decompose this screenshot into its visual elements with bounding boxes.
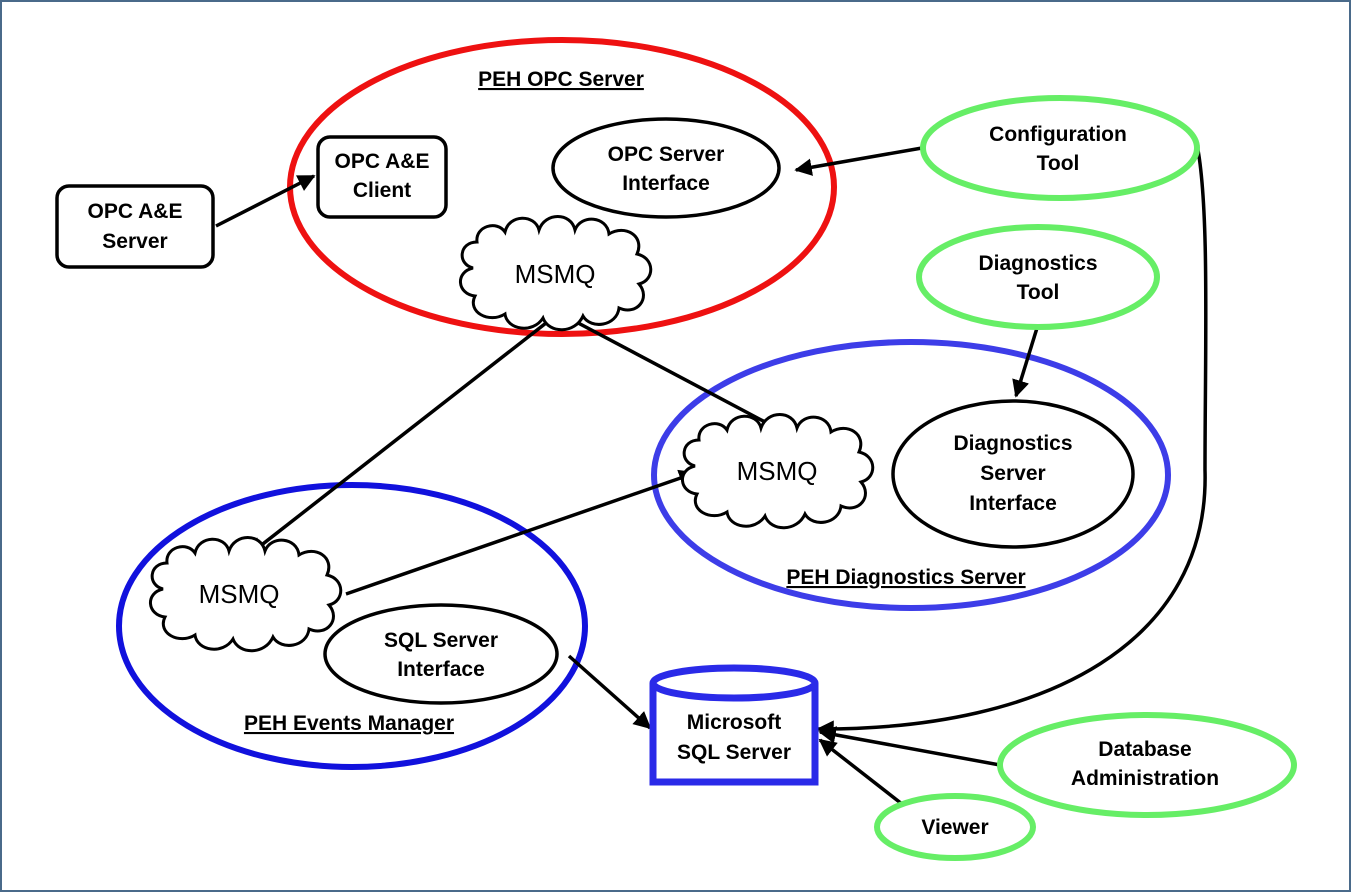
sql-interface-label-2: Interface: [397, 658, 485, 681]
connectors: [215, 139, 1208, 806]
opc-ae-client-label-1: OPC A&E: [335, 150, 430, 173]
arrow-config-to-opc-interface: [794, 146, 923, 176]
microsoft-sql-server-db: Microsoft SQL Server: [649, 664, 819, 786]
msmq-diag-label: MSMQ: [737, 456, 818, 486]
arrow-opc-server-to-client: [215, 174, 316, 228]
arrow-config-to-db: [816, 139, 1208, 738]
events-manager-group: [116, 482, 588, 770]
opc-ae-server-node: OPC A&E Server: [55, 184, 215, 269]
msmq-diag-cloud: MSMQ: [681, 413, 875, 530]
sql-interface-label-1: SQL Server: [384, 629, 498, 652]
arrow-sql-interface-to-db: [567, 654, 652, 730]
config-tool-label-2: Tool: [1037, 152, 1080, 175]
opc-server-title: PEH OPC Server: [478, 68, 644, 91]
msmq-events-label: MSMQ: [199, 579, 280, 609]
opc-server-interface-label-1: OPC Server: [608, 143, 725, 166]
msmq-opc-label: MSMQ: [515, 259, 596, 289]
db-admin-label-2: Administration: [1071, 767, 1219, 790]
viewer-label: Viewer: [921, 816, 988, 839]
opc-ae-client-node: OPC A&E Client: [316, 135, 448, 219]
arrow-viewer-to-db: [818, 738, 904, 806]
diagnostics-server-group: [651, 339, 1171, 611]
opc-server-interface-node: OPC Server Interface: [551, 117, 781, 219]
opc-ae-server-label-1: OPC A&E: [88, 200, 183, 223]
diagnostics-tool-node: Diagnostics Tool: [916, 224, 1160, 330]
diag-interface-label-1: Diagnostics: [953, 432, 1072, 455]
diag-tool-label-2: Tool: [1017, 281, 1060, 304]
diagnostics-server-interface-node: Diagnostics Server Interface: [891, 399, 1135, 549]
configuration-tool-node: Configuration Tool: [920, 95, 1200, 201]
db-label-2: SQL Server: [677, 741, 791, 764]
arrow-opc-msmq-to-events-msmq: [248, 314, 557, 556]
viewer-node: Viewer: [874, 793, 1036, 861]
diag-tool-label-1: Diagnostics: [978, 252, 1097, 275]
config-tool-label-1: Configuration: [989, 123, 1127, 146]
arrow-events-msmq-to-diag-msmq: [345, 469, 697, 596]
diag-interface-label-3: Interface: [969, 492, 1057, 515]
msmq-events-cloud: MSMQ: [149, 536, 343, 653]
sql-server-interface-node: SQL Server Interface: [323, 603, 559, 705]
db-label-1: Microsoft: [687, 711, 782, 734]
arrow-diag-tool-to-diag-interface: [1012, 327, 1039, 398]
opc-ae-server-label-2: Server: [102, 230, 167, 253]
diag-interface-label-2: Server: [980, 462, 1045, 485]
events-manager-title: PEH Events Manager: [244, 712, 454, 735]
msmq-opc-cloud: MSMQ: [459, 215, 653, 332]
opc-server-interface-label-2: Interface: [622, 172, 710, 195]
diagnostics-server-title: PEH Diagnostics Server: [786, 566, 1025, 589]
database-administration-node: Database Administration: [997, 712, 1297, 818]
db-admin-label-1: Database: [1098, 738, 1191, 761]
arrow-opc-msmq-to-diag-msmq: [564, 314, 784, 433]
arrow-dbadmin-to-db: [818, 726, 1001, 767]
opc-ae-client-label-2: Client: [353, 179, 411, 202]
